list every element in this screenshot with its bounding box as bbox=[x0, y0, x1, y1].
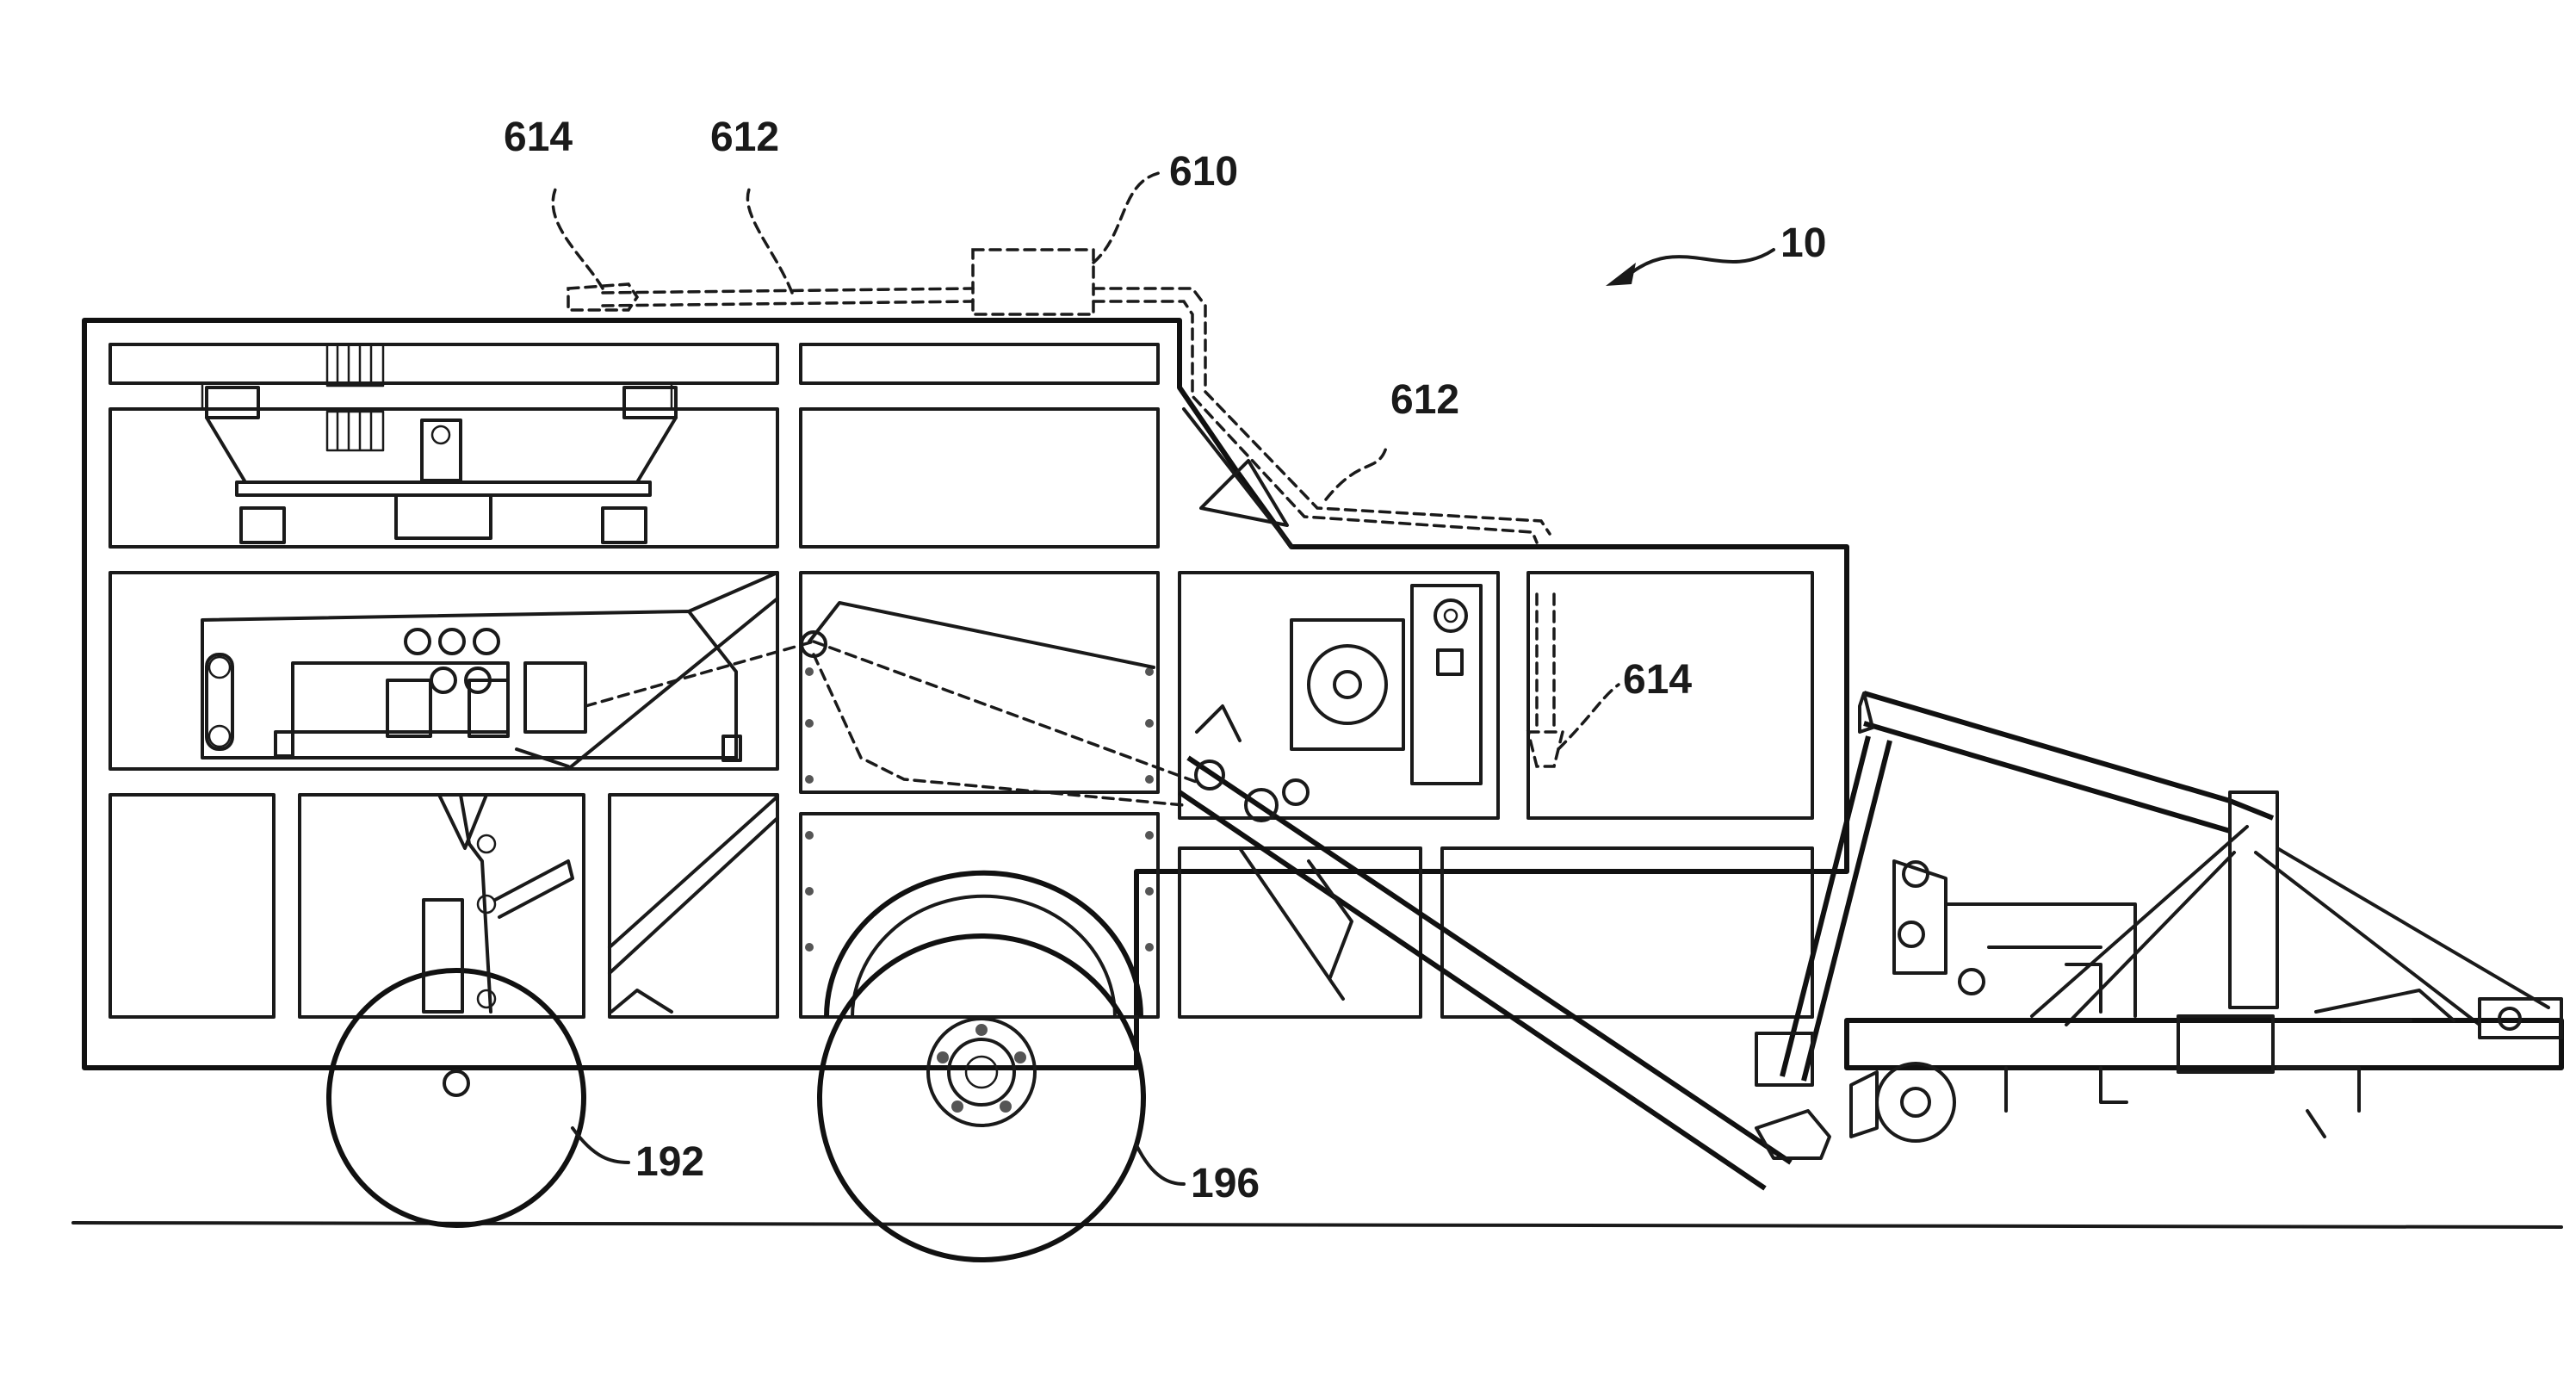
unit-610-box bbox=[973, 250, 1093, 314]
label-614-side: 614 bbox=[1623, 657, 1692, 703]
sorting-mechanism bbox=[202, 573, 777, 769]
upper-assembly bbox=[202, 344, 676, 542]
label-612-side: 612 bbox=[1390, 377, 1459, 423]
label-196: 196 bbox=[1191, 1161, 1260, 1206]
label-612-top: 612 bbox=[710, 115, 779, 160]
rear-hitch-boom bbox=[1756, 693, 2561, 1141]
label-192: 192 bbox=[635, 1139, 704, 1185]
wheel-rear bbox=[805, 667, 1154, 1260]
label-10: 10 bbox=[1780, 220, 1826, 266]
label-610: 610 bbox=[1169, 149, 1238, 195]
wheel-front bbox=[329, 795, 777, 1225]
label-614-top: 614 bbox=[504, 115, 573, 160]
